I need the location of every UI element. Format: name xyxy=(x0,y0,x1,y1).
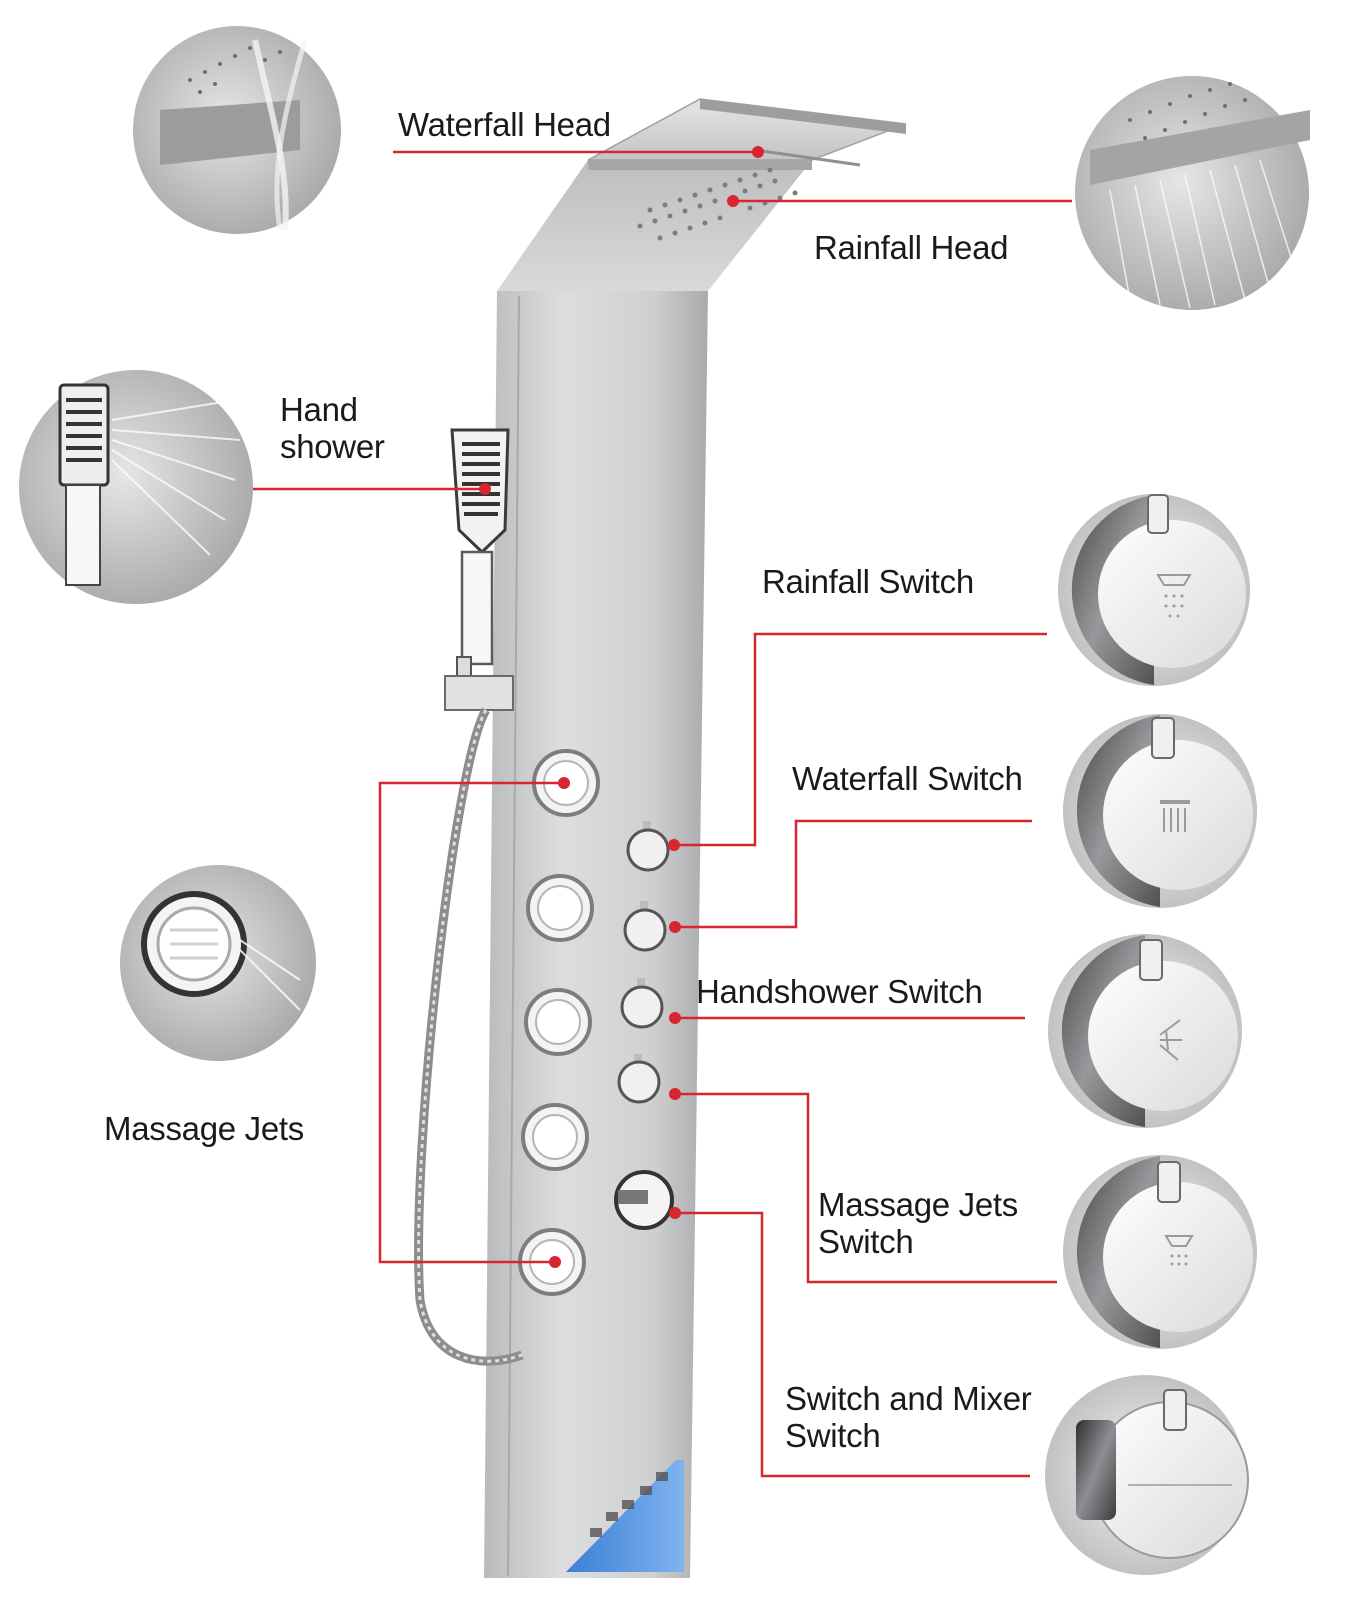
panel-switch-rainfall xyxy=(626,821,670,872)
leader-lines xyxy=(253,150,1072,1478)
panel-switch-massage xyxy=(617,1054,661,1104)
hand-shower-detail-photo xyxy=(19,370,253,604)
massage-jet xyxy=(526,874,594,942)
label-hand-shower-line2: shower xyxy=(280,428,385,465)
panel-switch-waterfall xyxy=(623,901,667,952)
waterfall-head-detail-photo xyxy=(133,26,341,234)
label-massage-jets: Massage Jets xyxy=(104,1110,304,1147)
rainfall-switch-knob-icon xyxy=(1058,494,1250,686)
massage-jets-switch-knob-icon xyxy=(1063,1155,1257,1349)
label-switch-and-mixer-line1: Switch and Mixer xyxy=(785,1380,1032,1417)
leader-mixer-switch xyxy=(675,1211,1030,1478)
label-massage-jets-switch-line2: Switch xyxy=(818,1223,914,1260)
product-sticker xyxy=(566,1460,684,1572)
label-rainfall-head: Rainfall Head xyxy=(814,229,1009,266)
leader-dots xyxy=(479,146,764,1268)
label-switch-and-mixer: Switch and Mixer Switch xyxy=(785,1380,1032,1454)
leader-waterfall-switch xyxy=(675,819,1032,929)
label-handshower-switch: Handshower Switch xyxy=(696,973,983,1010)
label-switch-and-mixer-line2: Switch xyxy=(785,1417,881,1454)
shower-panel xyxy=(414,98,907,1578)
panel-mixer-knob xyxy=(614,1170,674,1230)
massage-jet xyxy=(524,988,592,1056)
handshower-switch-knob-icon xyxy=(1048,934,1242,1128)
leader-massage-jets xyxy=(378,781,564,1264)
waterfall-switch-knob-icon xyxy=(1063,714,1257,908)
top-shower-head xyxy=(497,98,907,291)
leader-massage-switch xyxy=(675,1092,1057,1284)
mixer-switch-knob-icon xyxy=(1045,1375,1249,1575)
label-hand-shower-line1: Hand xyxy=(280,391,358,428)
leader-rainfall-switch xyxy=(674,632,1047,847)
massage-jet-detail-photo xyxy=(120,865,316,1061)
massage-jet xyxy=(521,1103,589,1171)
rainfall-nozzles xyxy=(637,167,798,241)
label-rainfall-switch: Rainfall Switch xyxy=(762,563,974,600)
panel-switches xyxy=(614,821,674,1230)
panel-switch-handshower xyxy=(620,978,664,1029)
label-massage-jets-switch: Massage Jets Switch xyxy=(818,1186,1018,1260)
rainfall-head-detail-photo xyxy=(1075,76,1310,310)
label-waterfall-head: Waterfall Head xyxy=(398,106,611,143)
label-hand-shower: Hand shower xyxy=(280,391,385,465)
massage-jets-group xyxy=(518,749,600,1296)
label-waterfall-switch: Waterfall Switch xyxy=(792,760,1023,797)
label-massage-jets-switch-line1: Massage Jets xyxy=(818,1186,1018,1223)
